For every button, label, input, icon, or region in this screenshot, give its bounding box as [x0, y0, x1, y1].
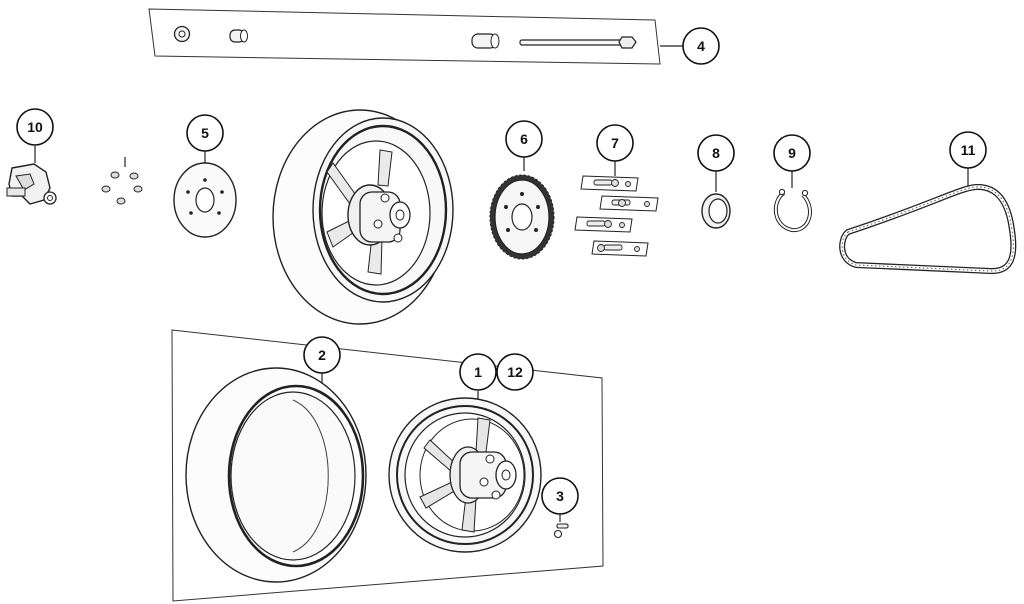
callout-12-label: 12 — [507, 364, 523, 380]
spacer-ring: 8 — [697, 134, 735, 229]
sprocket-bolt-card — [580, 175, 639, 192]
disc-bolt — [116, 197, 126, 205]
sprocket-bolt-card — [599, 195, 659, 212]
callout-8: 8 — [697, 134, 735, 172]
callout-1: 1 — [459, 353, 497, 391]
axle-rod — [519, 36, 637, 49]
disc-bolt — [129, 172, 139, 180]
callout-3-label: 3 — [556, 488, 564, 504]
sprocket-bolts: 7 — [574, 124, 659, 257]
drive-chain: 11 — [839, 131, 1017, 275]
tire: 2 — [185, 336, 367, 583]
brake-disc-bolts — [101, 157, 143, 205]
valve-stem: 3 — [541, 477, 579, 539]
callout-8-label: 8 — [712, 145, 720, 161]
axle-spacer-small — [229, 29, 248, 43]
callout-7-label: 7 — [611, 135, 619, 151]
disc-bolt — [101, 185, 111, 193]
callout-6: 6 — [505, 120, 543, 158]
callout-2-label: 2 — [318, 347, 326, 363]
tire-rim-panel: 2 1 12 — [171, 329, 604, 602]
disc-bolt — [110, 171, 120, 179]
disc-bolt — [133, 185, 143, 193]
sprocket-bolt-card — [574, 216, 633, 233]
callout-12: 12 — [496, 353, 534, 391]
callout-7: 7 — [596, 124, 634, 162]
callout-5: 5 — [186, 114, 224, 152]
callout-1-label: 1 — [474, 364, 482, 380]
sprocket-bolt-card — [591, 240, 649, 257]
callout-9-label: 9 — [788, 145, 796, 161]
sprocket: 6 — [489, 120, 555, 260]
axle-nut — [173, 25, 191, 43]
brake-disc: 5 — [173, 114, 237, 238]
callout-11-label: 11 — [961, 142, 976, 158]
brake-caliper: 10 — [6, 108, 57, 205]
callout-4-label: 4 — [697, 38, 705, 54]
callout-5-label: 5 — [201, 125, 209, 141]
callout-6-label: 6 — [520, 131, 528, 147]
rim: 1 12 — [388, 353, 542, 553]
callout-10: 10 — [16, 108, 54, 146]
axle-kit-panel: 4 — [148, 8, 720, 65]
callout-3: 3 — [541, 477, 579, 515]
circlip: 9 — [773, 134, 812, 233]
callout-2: 2 — [303, 336, 341, 374]
callout-9: 9 — [773, 134, 811, 172]
axle-spacer-large — [471, 33, 500, 49]
callout-11: 11 — [949, 131, 987, 169]
wheel-assembly-complete — [272, 109, 454, 325]
callout-10-label: 10 — [27, 119, 43, 135]
callout-4: 4 — [682, 27, 720, 65]
